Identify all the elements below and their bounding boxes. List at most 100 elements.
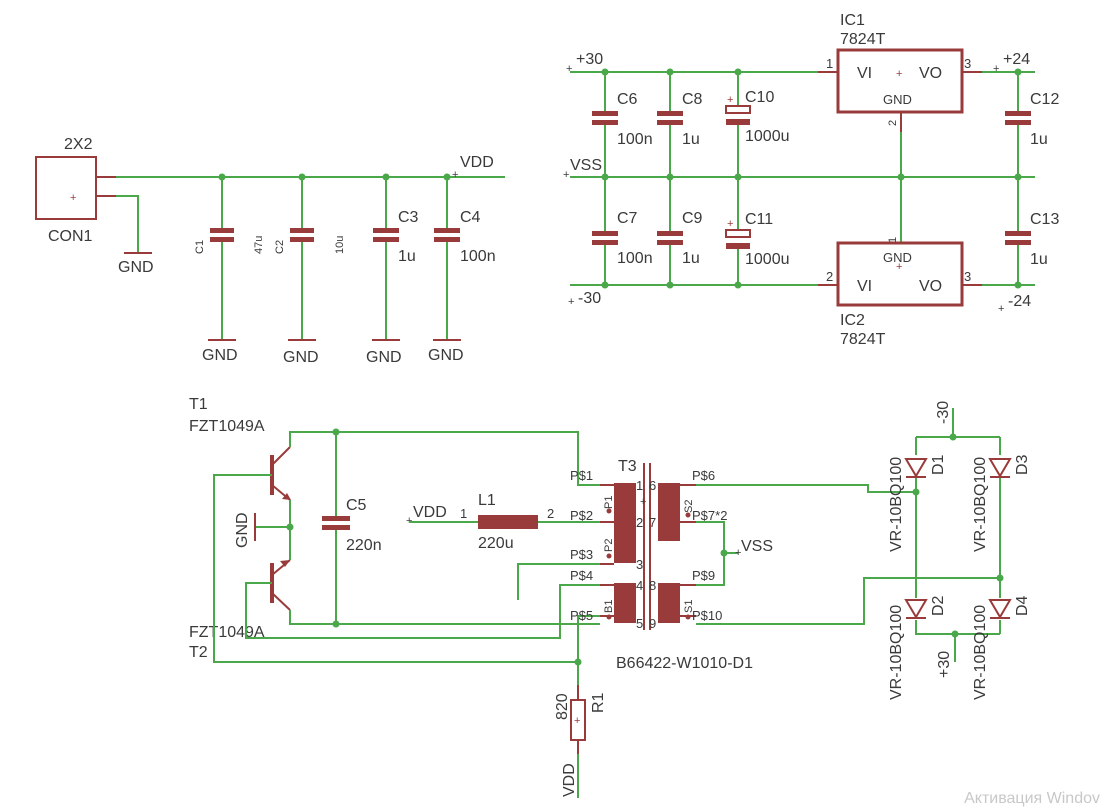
- gnd-symbol-con1: GND: [118, 252, 154, 276]
- c8-value: 1u: [682, 131, 700, 148]
- svg-text:GND: GND: [366, 349, 402, 366]
- svg-text:D3: D3: [1014, 454, 1031, 475]
- c13-name: C13: [1030, 211, 1059, 228]
- vdd-label-top: VDD +: [452, 154, 494, 181]
- svg-text:2: 2: [826, 269, 833, 284]
- vss-label-t3: VSS +: [735, 538, 773, 559]
- inductor-l1[interactable]: L1 220u 1 2: [410, 492, 600, 552]
- svg-text:1: 1: [460, 506, 467, 521]
- p30-label: +30: [576, 51, 603, 68]
- svg-text:+: +: [70, 192, 76, 204]
- c11-value: 1000u: [745, 251, 790, 268]
- svg-text:1: 1: [887, 237, 899, 243]
- svg-text:D1: D1: [930, 454, 947, 475]
- svg-text:+30: +30: [936, 651, 953, 678]
- transistor-t1[interactable]: T1 FZT1049A: [189, 396, 291, 501]
- svg-text:B1: B1: [603, 600, 615, 613]
- c4-name: C4: [460, 209, 481, 226]
- svg-text:4: 4: [636, 578, 643, 593]
- t2-name: T2: [189, 644, 208, 661]
- svg-text:+: +: [568, 296, 574, 308]
- svg-text:+: +: [735, 547, 741, 559]
- c6-value: 100n: [617, 131, 653, 148]
- p24-label: +24: [1003, 51, 1030, 68]
- capacitor-c10[interactable]: + C10 1000u: [725, 68, 790, 181]
- svg-text:7: 7: [649, 515, 656, 530]
- c5-name: C5: [346, 497, 367, 514]
- capacitor-c6[interactable]: C6 100n: [592, 68, 653, 181]
- capacitor-c9[interactable]: C9 1u: [657, 177, 703, 289]
- svg-text:VI: VI: [857, 278, 872, 295]
- c3-name: C3: [398, 209, 419, 226]
- svg-text:+: +: [896, 68, 902, 80]
- svg-text:+: +: [574, 715, 580, 727]
- svg-text:VDD: VDD: [413, 504, 447, 521]
- capacitor-c1[interactable]: C1 47u GND: [194, 177, 265, 364]
- regulator-ic1[interactable]: VI VO + GND 1 3 2 IC1 7824T: [818, 12, 982, 132]
- transformer-t3[interactable]: P1 P2 B1 S2 S1 + 1 2 3 4 5 6 7 8 9 P$1 P…: [570, 458, 753, 672]
- capacitor-c2[interactable]: C2 10u GND: [274, 177, 346, 366]
- c10-value: 1000u: [745, 128, 790, 145]
- svg-text:+: +: [566, 63, 572, 75]
- capacitor-c12[interactable]: C12 1u: [1005, 68, 1059, 181]
- svg-text:2: 2: [636, 515, 643, 530]
- capacitor-c11[interactable]: + C11 1000u: [725, 177, 790, 289]
- diode-d3[interactable]: D3 VR-10BQ100: [972, 454, 1031, 552]
- svg-text:+: +: [563, 169, 569, 181]
- m24-label: -24: [1008, 293, 1031, 310]
- svg-text:5: 5: [636, 616, 643, 631]
- svg-text:VO: VO: [919, 65, 942, 82]
- svg-text:VI: VI: [857, 65, 872, 82]
- diode-d2[interactable]: D2 VR-10BQ100: [888, 595, 947, 700]
- c7-value: 100n: [617, 250, 653, 267]
- capacitor-c5[interactable]: C5 220n: [322, 432, 382, 624]
- svg-text:GND: GND: [428, 347, 464, 364]
- svg-text:VR-10BQ100: VR-10BQ100: [972, 605, 989, 700]
- capacitor-c4[interactable]: C4 100n GND: [428, 177, 496, 364]
- svg-text:VR-10BQ100: VR-10BQ100: [888, 457, 905, 552]
- c8-name: C8: [682, 91, 703, 108]
- capacitor-c3[interactable]: C3 1u GND: [366, 177, 419, 366]
- svg-text:P2: P2: [603, 539, 615, 552]
- svg-text:3: 3: [964, 269, 971, 284]
- svg-text:VO: VO: [919, 278, 942, 295]
- activation-watermark: Активация Windov: [964, 790, 1100, 807]
- ic2-value: 7824T: [840, 331, 886, 348]
- diode-d4[interactable]: D4 VR-10BQ100: [972, 595, 1031, 700]
- diode-d1[interactable]: D1 VR-10BQ100: [888, 454, 947, 552]
- capacitor-c8[interactable]: C8 1u: [657, 68, 703, 181]
- regulator-ic2[interactable]: VI VO + GND 2 3 1 IC2 7824T: [818, 237, 982, 348]
- t1-value: FZT1049A: [189, 418, 265, 435]
- c5-value: 220n: [346, 537, 382, 554]
- svg-text:1: 1: [636, 478, 643, 493]
- con1-name: CON1: [48, 228, 93, 245]
- m30-label: -30: [578, 290, 601, 307]
- vdd-label-r1: VDD: [561, 763, 578, 797]
- t1-name: T1: [189, 396, 208, 413]
- svg-text:P$1: P$1: [570, 468, 593, 483]
- svg-text:P$6: P$6: [692, 468, 715, 483]
- svg-text:+: +: [727, 94, 733, 106]
- capacitor-c7[interactable]: C7 100n: [592, 177, 653, 289]
- svg-text:VR-10BQ100: VR-10BQ100: [888, 605, 905, 700]
- svg-text:S2: S2: [683, 500, 695, 513]
- c2-name: C2: [274, 240, 286, 254]
- resistor-r1[interactable]: + 820 R1: [554, 685, 607, 754]
- c1-name: C1: [194, 240, 206, 254]
- con1-connector[interactable]: + 2X2 CON1: [35, 136, 97, 245]
- svg-text:3: 3: [964, 56, 971, 71]
- t3-name: T3: [618, 458, 637, 475]
- transistor-t2[interactable]: FZT1049A T2: [189, 559, 291, 661]
- svg-text:P$3: P$3: [570, 547, 593, 562]
- svg-text:D4: D4: [1014, 595, 1031, 616]
- capacitor-c13[interactable]: C13 1u: [1005, 177, 1059, 289]
- svg-text:+: +: [452, 169, 458, 181]
- svg-text:+: +: [640, 496, 646, 508]
- svg-text:P1: P1: [603, 496, 615, 509]
- svg-text:9: 9: [649, 616, 656, 631]
- t3-value: B66422-W1010-D1: [616, 655, 753, 672]
- svg-text:P$9: P$9: [692, 568, 715, 583]
- svg-text:6: 6: [649, 478, 656, 493]
- ic1-name: IC1: [840, 12, 865, 29]
